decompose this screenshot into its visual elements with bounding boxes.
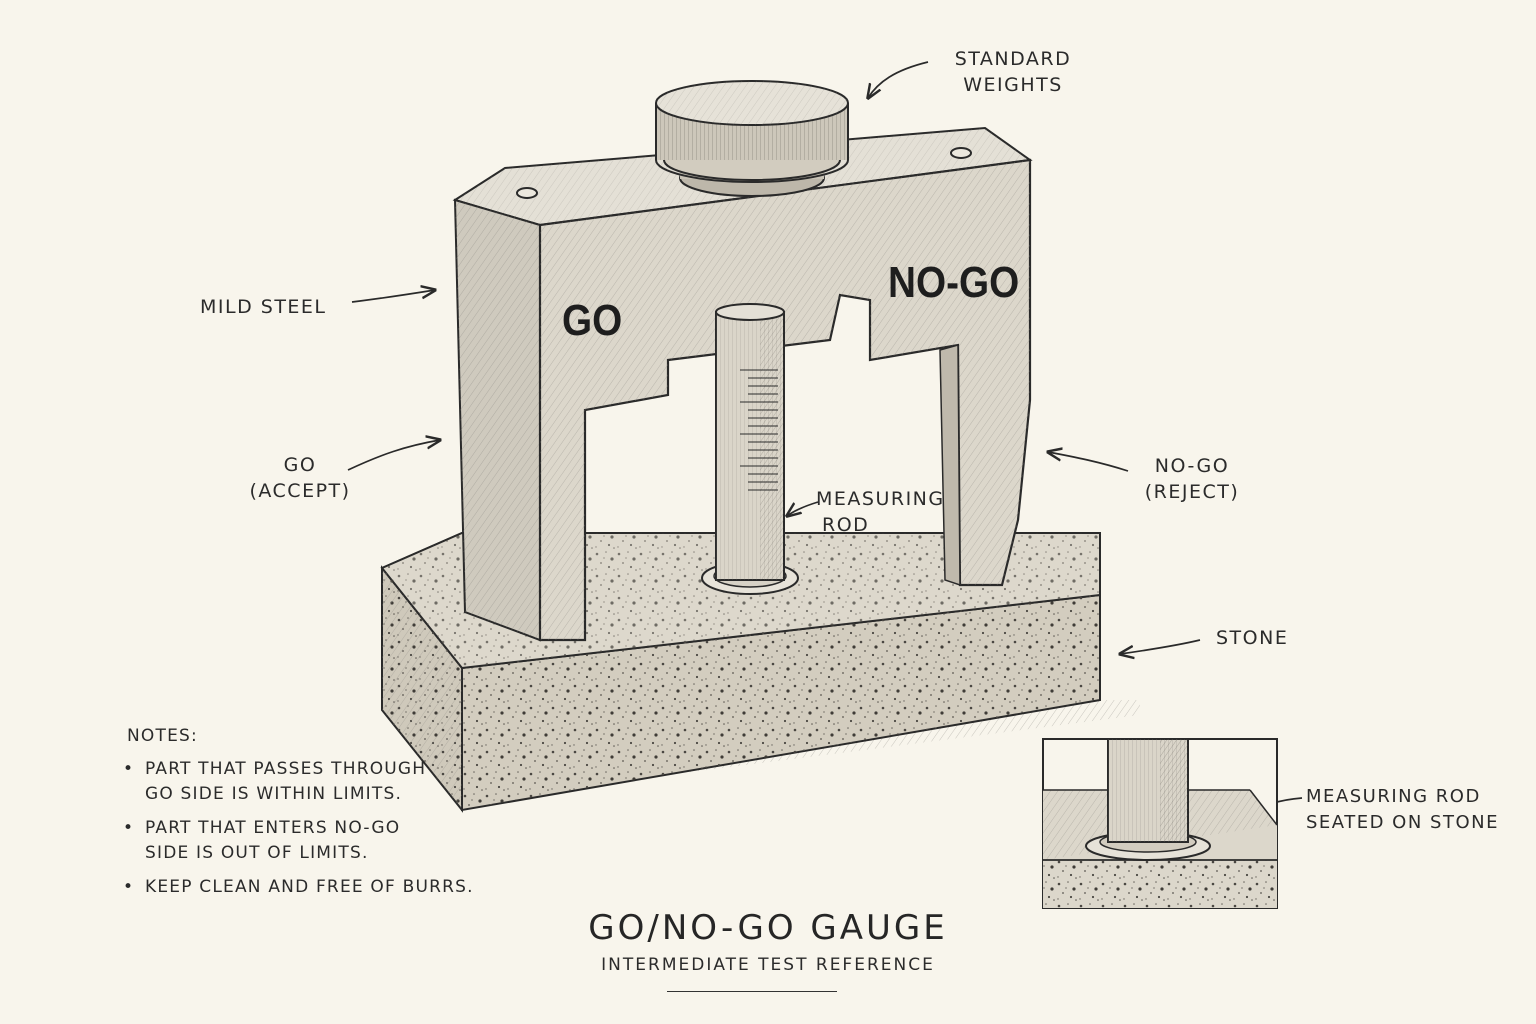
note-item: KEEP CLEAN AND FREE OF BURRS. <box>123 875 474 900</box>
arrow-mild-steel <box>351 290 435 303</box>
arrow-go-accept <box>347 440 440 471</box>
detail-inset <box>1042 738 1278 909</box>
title-underline <box>667 991 837 992</box>
drawing-subtitle: INTERMEDIATE TEST REFERENCE <box>601 955 935 975</box>
arrow-measuring-rod <box>787 501 819 516</box>
arrow-no-go-reject <box>1048 452 1129 472</box>
frame-go-engraving: GO <box>562 296 623 345</box>
label-stone: STONE <box>1216 627 1289 649</box>
label-go-accept: GO(ACCEPT) <box>249 454 351 502</box>
arrow-standard-weights <box>868 61 929 98</box>
notes-heading: NOTES: <box>127 726 198 746</box>
label-no-go-reject: NO-GO(REJECT) <box>1144 455 1240 503</box>
rod-graduations <box>740 369 778 491</box>
label-mild-steel: MILD STEEL <box>200 296 327 318</box>
frame-no-go-engraving: NO-GO <box>888 258 1020 307</box>
arrow-stone <box>1120 639 1201 654</box>
mounting-hole-left <box>516 187 538 199</box>
mounting-hole-right <box>950 147 972 159</box>
standard-weight <box>655 80 849 197</box>
drawing-title: GO/NO-GO GAUGE <box>588 908 948 948</box>
measuring-rod <box>701 303 799 595</box>
